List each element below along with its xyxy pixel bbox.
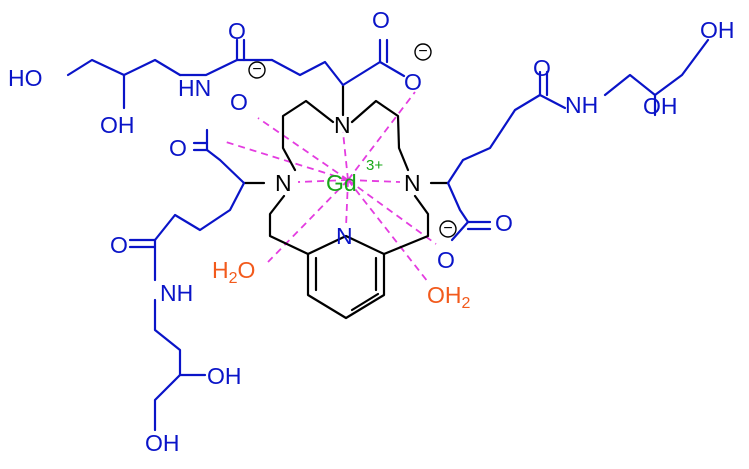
o-top-carbonyl: O xyxy=(372,7,390,33)
coord-bond-o-left xyxy=(225,141,349,181)
right-arm-carboxyl xyxy=(446,181,470,224)
bridge-left-pyridine xyxy=(268,194,310,256)
top-arm-chain xyxy=(270,58,345,87)
oh-left-middle: OH xyxy=(207,363,242,389)
svg-text:−: − xyxy=(443,220,452,237)
bridge-top-right xyxy=(350,99,410,172)
water-right-label: OH2 xyxy=(427,282,471,312)
ligand-arms xyxy=(66,38,710,432)
o-right-carbonyl: O xyxy=(495,210,513,236)
coord-bond-water-right xyxy=(347,179,429,283)
coord-bond-pyridine xyxy=(345,179,349,228)
svg-text:−: − xyxy=(418,43,427,60)
coord-bond-o-lower-right xyxy=(347,179,437,245)
svg-text:−: − xyxy=(252,61,261,78)
top-arm-carboxyl xyxy=(341,38,382,87)
o-upper-left: O xyxy=(230,89,248,115)
charge-lower-right: − xyxy=(439,220,457,238)
right-carboxylate-o xyxy=(450,220,470,242)
oh-right-middle: OH xyxy=(643,93,678,119)
oh-left-bottom: OH xyxy=(145,430,180,456)
n-right-label: N xyxy=(404,170,421,196)
macrocycle-bonds xyxy=(242,83,450,320)
n-pyridine-label: N xyxy=(336,223,353,249)
charge-top-left: − xyxy=(248,61,266,79)
coord-bond-n-left xyxy=(297,179,349,183)
oh-top-middle: OH xyxy=(100,112,135,138)
right-glycerol-chain xyxy=(603,38,710,97)
top-carboxylate-o xyxy=(378,60,406,78)
top-glycerol-chain xyxy=(122,58,182,110)
coord-bond-n-top xyxy=(342,131,349,181)
o-left-amide: O xyxy=(110,232,128,258)
coord-bond-o-upper-left xyxy=(257,117,349,181)
gd-label: Gd xyxy=(326,170,357,196)
coord-bond-n-right xyxy=(347,179,401,183)
nh-right-label: NH xyxy=(565,92,598,118)
o-right-amide: O xyxy=(533,55,551,81)
right-amide-n-bond xyxy=(538,93,567,110)
water-left-label: H2O xyxy=(212,257,255,287)
left-glycerol-chain xyxy=(153,298,182,377)
pyridine-ring xyxy=(306,234,386,320)
coordination-bonds xyxy=(225,91,437,283)
pyridine-double-3 xyxy=(350,292,380,312)
negative-charges: − − − xyxy=(248,43,457,238)
o-top-amide: O xyxy=(228,18,246,44)
n-top-label: N xyxy=(334,112,351,138)
left-arm-to-carboxyl xyxy=(205,148,246,185)
o-right-carboxylate: O xyxy=(437,247,455,273)
coord-bond-o-upper-right xyxy=(347,91,416,181)
hn-top-label: HN xyxy=(178,75,211,101)
left-glycerol-tail xyxy=(153,373,182,432)
left-arm-chain xyxy=(153,181,246,242)
top-amide-n xyxy=(178,58,239,77)
top-glycerol-oh xyxy=(66,58,126,77)
n-left-label: N xyxy=(275,170,292,196)
nh-left-label: NH xyxy=(160,280,193,306)
oh-right-top: OH xyxy=(700,17,735,43)
charge-top-right: − xyxy=(414,43,432,61)
right-arm-chain xyxy=(446,93,542,185)
o-top-carboxylate: O xyxy=(404,69,422,95)
bridge-right-pyridine xyxy=(382,194,430,256)
o-left-carbonyl: O xyxy=(169,135,187,161)
atom-labels: Gd 3+ N N N N O O O O O O O O O HN NH NH… xyxy=(8,7,735,456)
ho-top-left: HO xyxy=(8,65,43,91)
gd-charge: 3+ xyxy=(366,157,383,174)
bridge-top-left xyxy=(281,99,335,172)
